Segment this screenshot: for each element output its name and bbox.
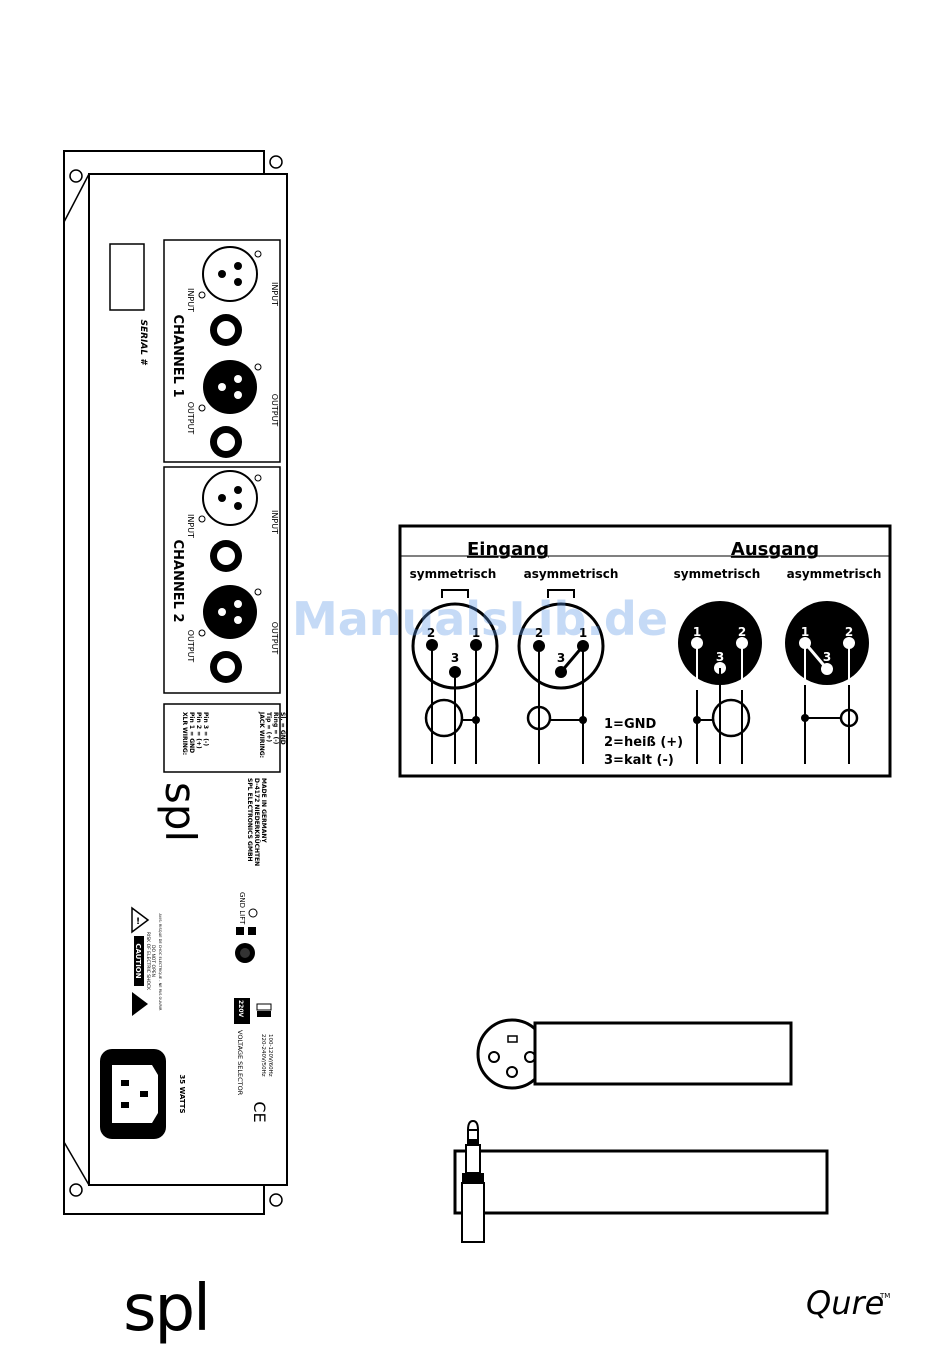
channel-1-input-label-left: INPUT — [186, 288, 195, 312]
channel-1-input-label-right: INPUT — [270, 282, 279, 306]
gnd-lift-label: GND LIFT — [238, 892, 246, 925]
xlr-output-connector-icon — [198, 585, 262, 639]
xlr-output-connector-icon — [198, 360, 262, 414]
svg-text:3: 3 — [716, 650, 724, 664]
xlr-male-unbalanced-icon: 1 2 3 — [785, 601, 869, 764]
xlr-plug-illustration — [476, 1018, 793, 1090]
channel-2-output-label-left: OUTPUT — [186, 630, 195, 663]
svg-text:100-120V/60Hz: 100-120V/60Hz — [267, 1034, 273, 1077]
serial-plate — [109, 243, 145, 311]
jack-output-socket-icon — [210, 426, 242, 458]
rear-panel: SERIAL # CHANNEL 1 INPUT OUTPUT INPUT OU… — [63, 150, 288, 1215]
xlr-label-box — [533, 1021, 793, 1086]
gnd-lift-switch: GND LIFT — [235, 892, 258, 963]
channel-2-title: CHANNEL 2 — [170, 540, 185, 623]
channel-1-output-label-left: OUTPUT — [186, 402, 195, 435]
svg-text:!: ! — [136, 917, 140, 927]
svg-text:DO NOT OPEN: DO NOT OPEN — [150, 945, 156, 977]
xlr-wiring-line: Pin 2 = (+) — [195, 712, 202, 749]
svg-text:3: 3 — [451, 651, 459, 665]
output-title: Ausgang — [731, 539, 819, 560]
rack-screw-hole — [69, 1183, 83, 1197]
svg-text:TM: TM — [879, 1292, 890, 1300]
svg-text:1: 1 — [693, 625, 701, 639]
channel-2-input-label-right: INPUT — [270, 510, 279, 534]
xlr-female-unbalanced-icon: 2 1 3 — [517, 589, 605, 764]
svg-text:1: 1 — [472, 626, 480, 640]
voltage-value: 220V — [237, 1000, 244, 1018]
serial-label: SERIAL # — [138, 319, 148, 366]
jack-input-socket-icon — [210, 314, 242, 346]
svg-text:spl: spl — [156, 782, 205, 842]
jack-plug-illustration — [453, 1119, 829, 1243]
ce-mark: CE — [250, 1101, 269, 1122]
legend-line-gnd: 1=GND — [604, 717, 656, 732]
legend-line-cold: 3=kalt (-) — [604, 753, 674, 768]
svg-text:RISK OF ELECTRIC SHOCK: RISK OF ELECTRIC SHOCK — [145, 932, 151, 991]
xlr-wiring-line: XLR WIRING: — [181, 712, 188, 755]
rack-screw-hole — [269, 1193, 283, 1207]
channel-2-input-label-left: INPUT — [186, 514, 195, 538]
xlr-input-connector-icon — [198, 246, 262, 302]
jack-wiring-line: JACK WIRING: — [258, 711, 265, 758]
company-line: D-4172 NIEDERKRÜCHTEN — [253, 778, 260, 866]
svg-text:Qure: Qure — [806, 1284, 884, 1322]
rack-screw-hole — [269, 155, 283, 169]
col-label-output-unbalanced: asymmetrisch — [787, 567, 882, 581]
footer-qure-logo: Qure TM — [806, 1284, 890, 1322]
xlr-wiring-line: Pin 3 = (-) — [202, 712, 209, 746]
svg-text:220-240V/50Hz: 220-240V/50Hz — [260, 1034, 266, 1077]
jack-label-box — [453, 1149, 829, 1215]
rack-screw-hole — [69, 169, 83, 183]
svg-text:3: 3 — [557, 651, 565, 665]
svg-text:3: 3 — [823, 650, 831, 664]
power-inlet-icon — [100, 1049, 166, 1139]
svg-text:1: 1 — [579, 626, 587, 640]
jack-input-socket-icon — [210, 540, 242, 572]
channel-2-block: CHANNEL 2 INPUT OUTPUT INPUT OUTPUT — [163, 466, 281, 694]
voltage-title: VOLTAGE SELECTOR — [236, 1030, 244, 1096]
company-line: SPL ELECTRONICS GMBH — [246, 778, 253, 862]
footer-spl-logo: spl — [123, 1272, 211, 1346]
svg-text:AVIS: RISQUE DE CHOC ELECTRIQU: AVIS: RISQUE DE CHOC ELECTRIQUE - NE PAS… — [158, 914, 162, 1011]
svg-text:CAUTION: CAUTION — [134, 943, 142, 978]
ground-symbol-icon — [248, 908, 258, 918]
company-line: MADE IN GERMANY — [260, 778, 267, 843]
svg-text:2: 2 — [738, 625, 746, 639]
jack-wiring-line: Tip = (+) — [265, 712, 272, 742]
jack-output-socket-icon — [210, 651, 242, 683]
lightning-warning-icon — [132, 992, 148, 1016]
svg-text:2: 2 — [535, 626, 543, 640]
svg-text:2: 2 — [845, 625, 853, 639]
col-label-output-balanced: symmetrisch — [674, 567, 761, 581]
legend-line-hot: 2=heiß (+) — [604, 735, 683, 750]
caution-label: ! CAUTION RISK OF ELECTRIC SHOCK DO NOT … — [131, 906, 162, 1016]
col-label-input-balanced: symmetrisch — [410, 567, 497, 581]
voltage-selector: 220V VOLTAGE SELECTOR 220-240V/50Hz 100-… — [234, 998, 273, 1096]
xlr-wiring-line: Pin 1 = GND — [188, 712, 195, 753]
channel-2-output-label-right: OUTPUT — [270, 622, 279, 655]
wiring-diagram: Eingang Ausgang symmetrisch asymmetrisch… — [398, 524, 892, 778]
xlr-male-balanced-icon: 1 2 3 — [678, 601, 762, 764]
jack-plug-icon — [461, 1119, 485, 1243]
svg-text:2: 2 — [427, 626, 435, 640]
panel-spl-logo: spl — [156, 782, 205, 842]
svg-text:1: 1 — [801, 625, 809, 639]
warning-triangle-icon — [131, 906, 150, 934]
svg-text:spl: spl — [123, 1272, 209, 1346]
col-label-input-unbalanced: asymmetrisch — [524, 567, 619, 581]
input-title: Eingang — [467, 539, 549, 560]
channel-1-block: CHANNEL 1 INPUT OUTPUT INPUT OUTPUT — [163, 239, 281, 463]
jack-wiring-line: Sl. = GND — [279, 712, 286, 745]
xlr-input-connector-icon — [198, 470, 262, 526]
channel-1-title: CHANNEL 1 — [170, 315, 185, 398]
xlr-female-balanced-icon: 2 1 3 — [411, 589, 499, 764]
jack-wiring-line: Ring = (-) — [272, 712, 279, 745]
wiring-info-plate: XLR WIRING: Pin 1 = GND Pin 2 = (+) Pin … — [163, 703, 286, 773]
channel-1-output-label-right: OUTPUT — [270, 394, 279, 427]
watts-label: 35 WATTS — [178, 1074, 186, 1113]
